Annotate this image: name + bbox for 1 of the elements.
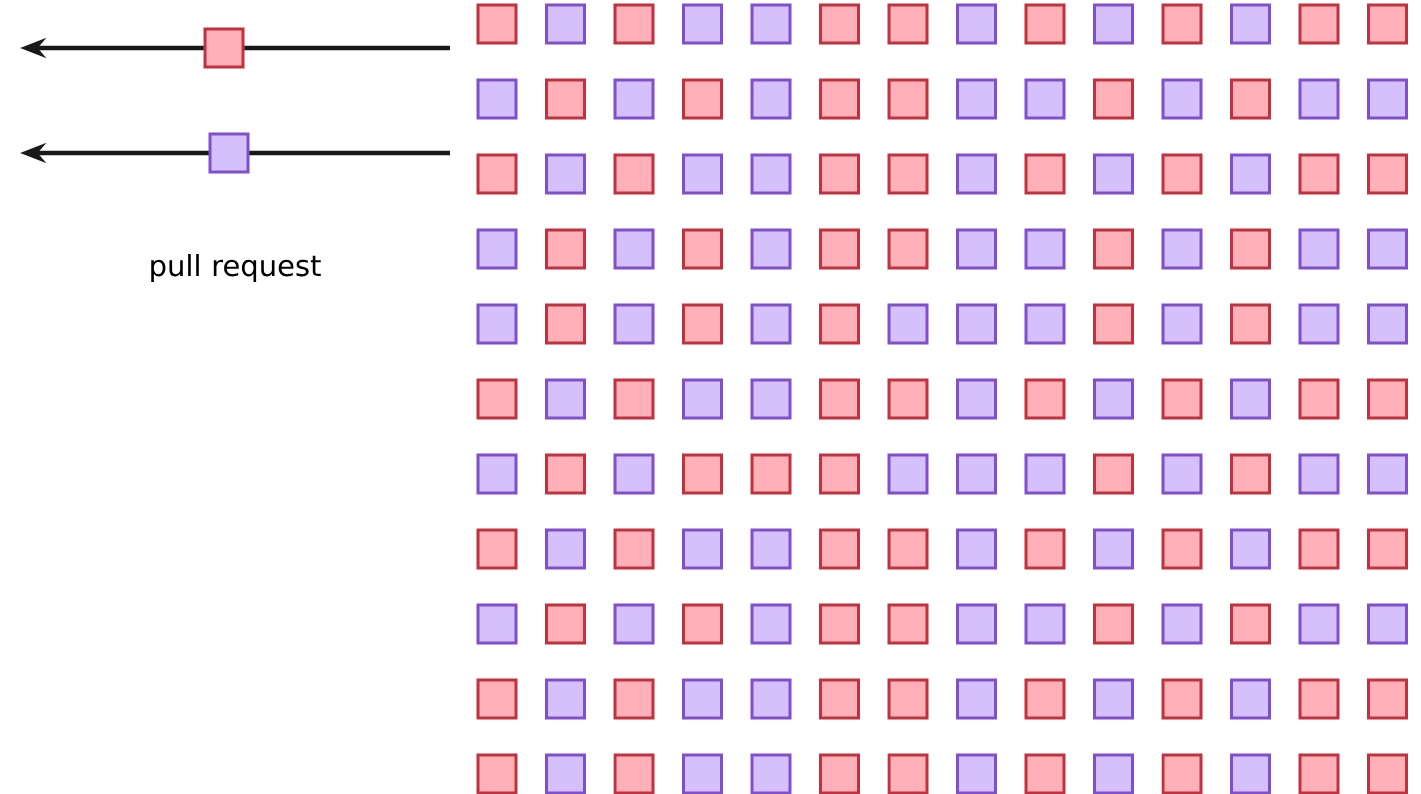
caption-text: pull request [151,253,321,283]
